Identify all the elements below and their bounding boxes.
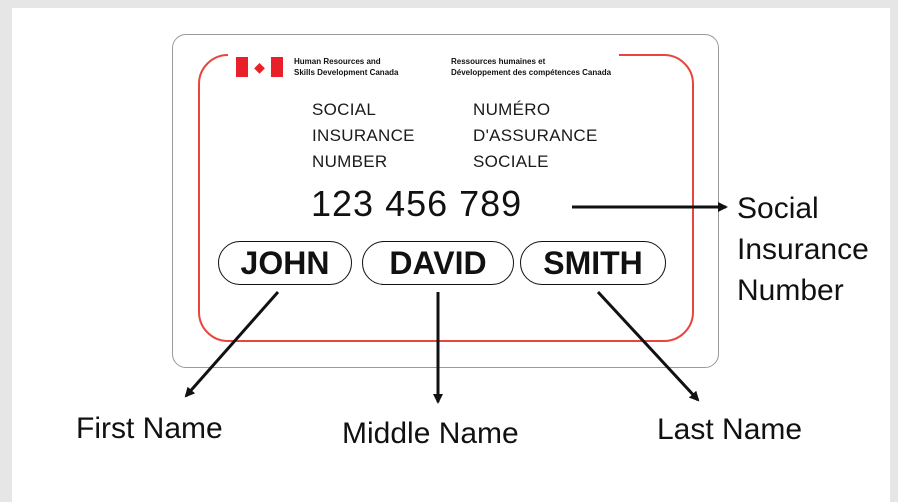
canada-flag-icon: ◆ (236, 57, 283, 77)
sin-callout: Social Insurance Number (737, 192, 869, 307)
last-name-arrow (596, 290, 700, 402)
first-name-callout: First Name (76, 412, 223, 445)
card-label-fr: NUMÉRO D'ASSURANCE SOCIALE (473, 100, 598, 171)
middle-name-pill: DAVID (362, 241, 514, 285)
sin-number: 123 456 789 (311, 183, 523, 224)
department-name-fr: Ressources humaines et Développement des… (451, 57, 612, 77)
card-label-en: SOCIAL INSURANCE NUMBER (312, 100, 415, 171)
maple-leaf-icon: ◆ (254, 59, 265, 75)
middle-name-callout: Middle Name (342, 417, 519, 450)
first-name-pill: JOHN (218, 241, 352, 285)
sin-card (172, 34, 719, 368)
first-name-arrow (184, 291, 280, 398)
last-name-callout: Last Name (657, 413, 803, 446)
last-name-pill: SMITH (520, 241, 666, 285)
government-header: ◆ Human Resources and Skills Development… (228, 52, 620, 82)
department-name-en: Human Resources and Skills Development C… (294, 57, 399, 77)
